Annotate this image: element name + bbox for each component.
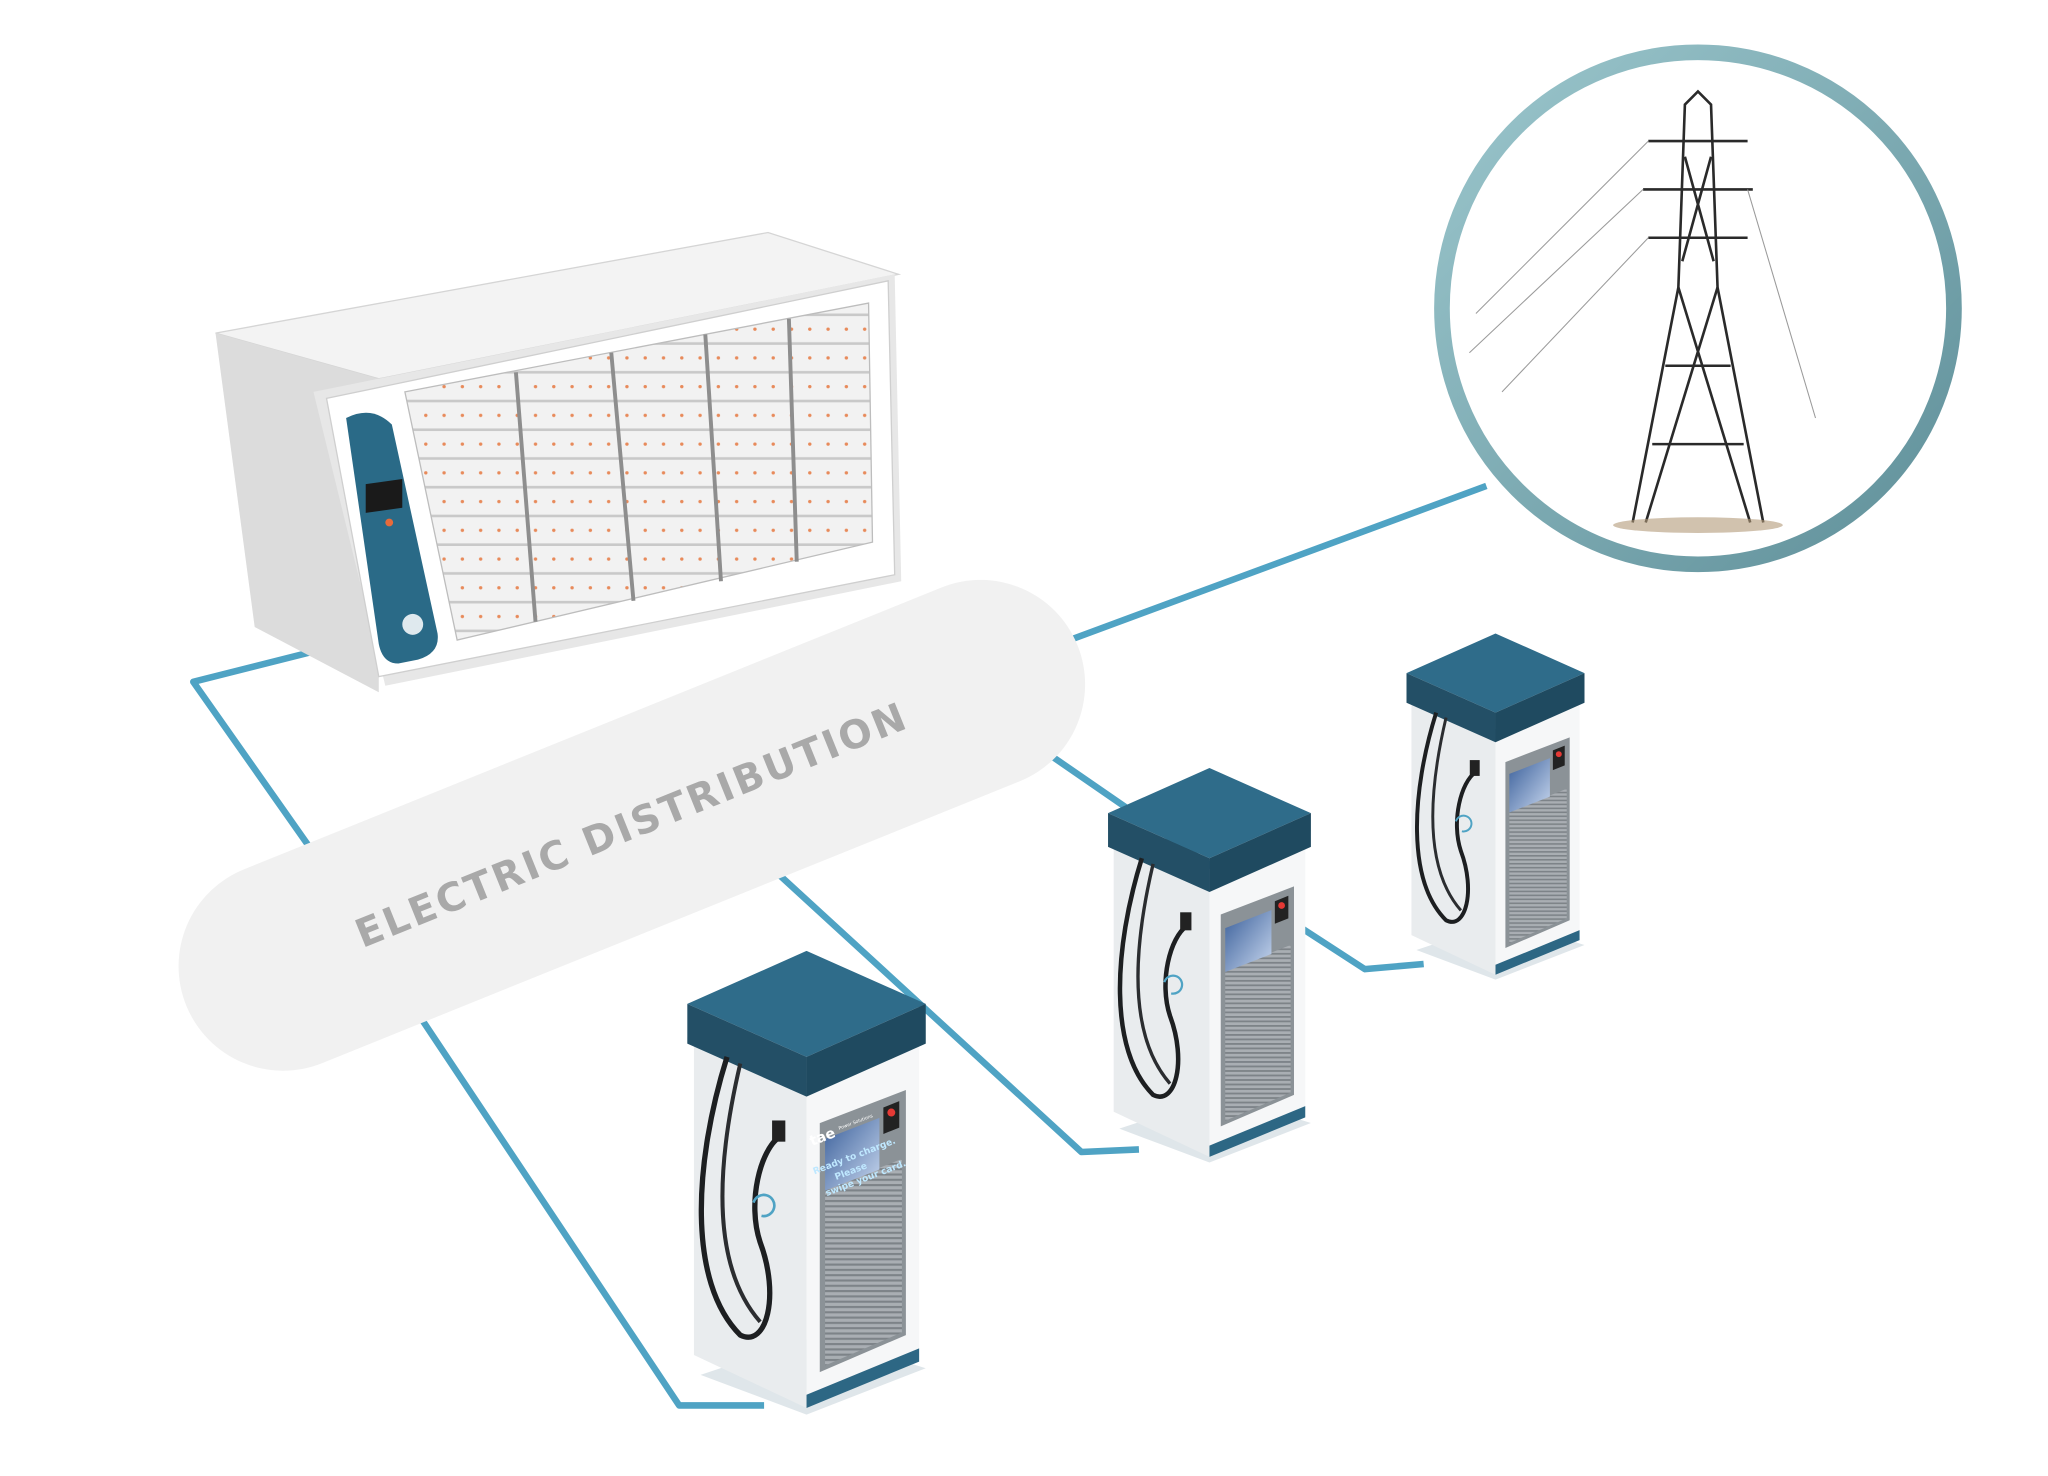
battery-rack-dividers — [513, 318, 799, 622]
grid-connection-line — [1043, 482, 1488, 653]
charger-1-line — [399, 988, 765, 1409]
power-grid — [1434, 44, 1962, 573]
charger-3 — [1407, 634, 1585, 980]
transmission-tower-icon — [1469, 89, 1817, 523]
charger-2-line — [748, 846, 1140, 1156]
charger-2 — [1108, 768, 1311, 1162]
container-left-line — [190, 643, 334, 851]
battery-storage-container — [215, 231, 902, 693]
charger-1: tae Power Solutions Ready to charge. Ple… — [687, 951, 925, 1415]
control-panel — [346, 412, 438, 664]
